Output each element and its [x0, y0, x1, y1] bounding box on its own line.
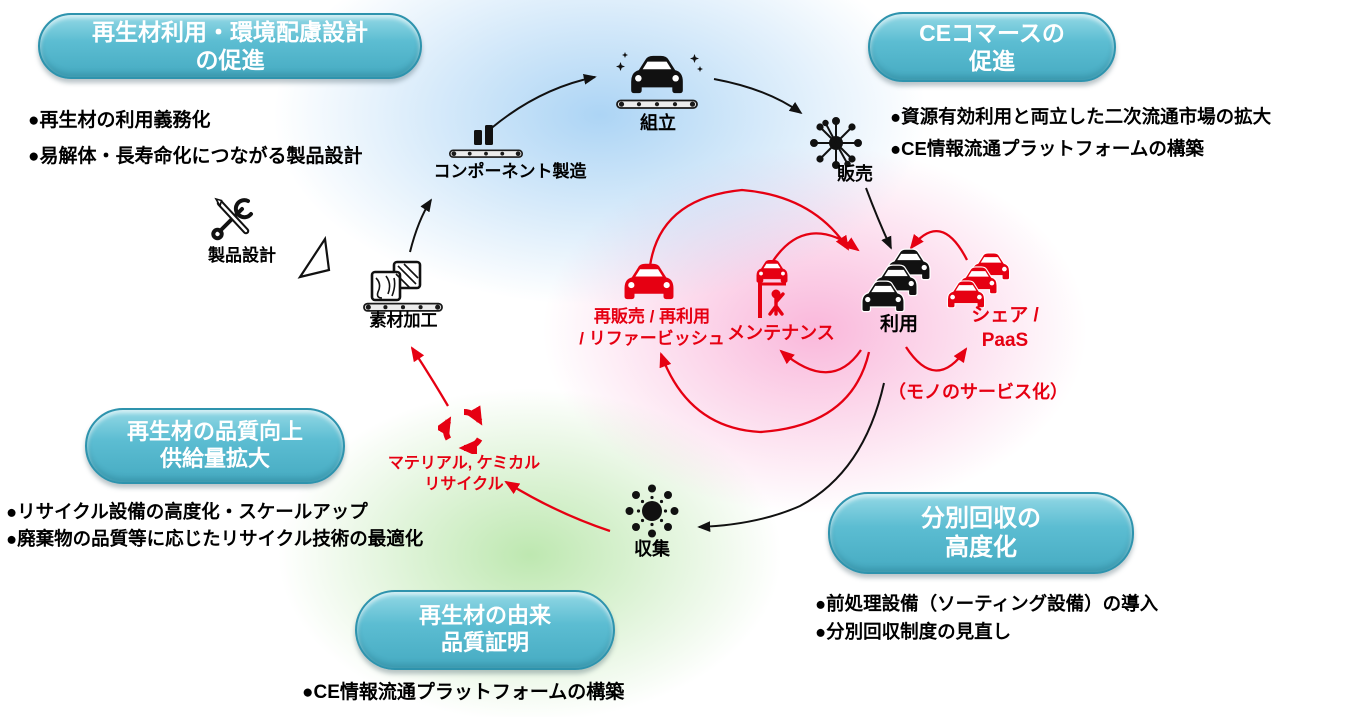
- arrow-maintenance-to-use-top: [772, 232, 860, 262]
- loop-label-servitization: （モノのサービス化）: [888, 382, 1068, 402]
- arrow-use-to-resale-bottom: [659, 351, 871, 434]
- bullets-top-left: ●再生材の利用義務化 ●易解体・長寿命化につながる製品設計: [28, 103, 362, 175]
- pill-line: 供給量拡大: [159, 446, 270, 471]
- arrow-share-to-use-top: [909, 230, 969, 261]
- loop-label-maintenance: メンテナンス: [727, 323, 835, 343]
- stage-label-assembly: 組立: [640, 113, 676, 133]
- arrow-resale-to-use-top: [648, 188, 850, 267]
- stage-label-collection: 収集: [634, 539, 670, 559]
- bullet-line: ●分別回収制度の見直し: [815, 621, 1012, 642]
- arrow-component-to-assembly: [487, 73, 597, 132]
- pill-line: 高度化: [945, 534, 1017, 561]
- resale-line: / リファービッシュ: [579, 329, 725, 349]
- conveyor-material-icon: [362, 258, 444, 314]
- bullets-bottom-center: ●CE情報流通プラットフォームの構築: [302, 680, 624, 706]
- arrow-sales-to-use: [865, 187, 892, 250]
- pill-bottom-right: 分別回収の 高度化: [828, 492, 1134, 574]
- loop-label-resale: 再販売 / 再利用 / リファービッシュ: [568, 306, 736, 351]
- pill-line: 促進: [969, 48, 1015, 74]
- bullet-line: ●廃棄物の品質等に応じたリサイクル技術の最適化: [6, 528, 424, 549]
- arrow-use-to-maintenance-bottom: [779, 349, 862, 374]
- stage-label-component-mfg: コンポーネント製造: [433, 162, 587, 181]
- pill-line: 再生材の由来: [418, 603, 551, 629]
- car-assembly-icon: [608, 50, 706, 112]
- arrow-use-to-collection: [697, 382, 885, 533]
- arrow-material-to-component: [409, 198, 432, 253]
- recycle-line: リサイクル: [424, 476, 504, 494]
- recycle-line: マテリアル, ケミカル: [387, 455, 541, 472]
- pill-top-right: CEコマースの 促進: [868, 12, 1116, 82]
- arrow-use-to-share-bottom: [905, 346, 968, 372]
- pill-line: 分別回収の: [921, 504, 1041, 532]
- stage-label-use: 利用: [879, 314, 918, 335]
- bullet-line: ●前処理設備（ソーティング設備）の導入: [815, 593, 1159, 614]
- pill-line: 品質証明: [440, 630, 529, 655]
- resale-line: 再販売 / 再利用: [593, 307, 711, 326]
- bullet-line: ●資源有効利用と両立した二次流通市場の拡大: [890, 106, 1272, 127]
- distribution-burst-icon: [806, 116, 866, 172]
- share-line: PaaS: [981, 330, 1029, 352]
- loop-label-share: シェア / PaaS: [950, 303, 1060, 353]
- car-lift-icon: [746, 256, 796, 322]
- bullet-line: ●CE情報流通プラットフォームの構築: [890, 138, 1204, 159]
- arrow-collection-to-recycle: [504, 480, 611, 533]
- wrench-pencil-icon: [206, 191, 262, 247]
- pill-bottom-center: 再生材の由来 品質証明: [355, 590, 615, 670]
- pill-line: の促進: [195, 47, 265, 73]
- stage-label-product-design: 製品設計: [208, 246, 276, 265]
- arrow-recycle-to-material: [410, 346, 449, 407]
- stage-label-material-processing: 素材加工: [369, 311, 438, 330]
- stage-label-recycle: マテリアル, ケミカル リサイクル: [378, 453, 550, 495]
- pill-top-left: 再生材利用・環境配慮設計 の促進: [38, 13, 422, 79]
- cars-black-icon: [858, 246, 936, 320]
- arrow-assembly-to-sales: [713, 78, 803, 115]
- conveyor-parts-icon: [448, 122, 524, 162]
- bullets-mid-left: ●リサイクル設備の高度化・スケールアップ ●廃棄物の品質等に応じたリサイクル技術…: [6, 498, 423, 552]
- bullets-bottom-right: ●前処理設備（ソーティング設備）の導入 ●分別回収制度の見直し: [815, 590, 1158, 646]
- pill-line: 再生材の品質向上: [126, 419, 303, 445]
- pill-line: CEコマースの: [919, 19, 1065, 46]
- bullet-line: ●CE情報流通プラットフォームの構築: [302, 682, 625, 703]
- bullet-line: ●再生材の利用義務化: [28, 110, 211, 131]
- stage-label-sales: 販売: [837, 164, 873, 184]
- share-line: シェア /: [971, 305, 1039, 326]
- bullets-top-right: ●資源有効利用と両立した二次流通市場の拡大 ●CE情報流通プラットフォームの構築: [890, 101, 1271, 165]
- pill-mid-left: 再生材の品質向上 供給量拡大: [85, 408, 345, 484]
- drafting-triangle-icon: [297, 235, 331, 279]
- bullet-line: ●易解体・長寿命化につながる製品設計: [28, 146, 363, 167]
- car-red-icon: [618, 258, 680, 306]
- pill-line: 再生材利用・環境配慮設計: [92, 18, 368, 45]
- bullet-line: ●リサイクル設備の高度化・スケールアップ: [6, 501, 368, 522]
- collection-dots-icon: [622, 484, 682, 542]
- recycle-icon: [438, 404, 490, 454]
